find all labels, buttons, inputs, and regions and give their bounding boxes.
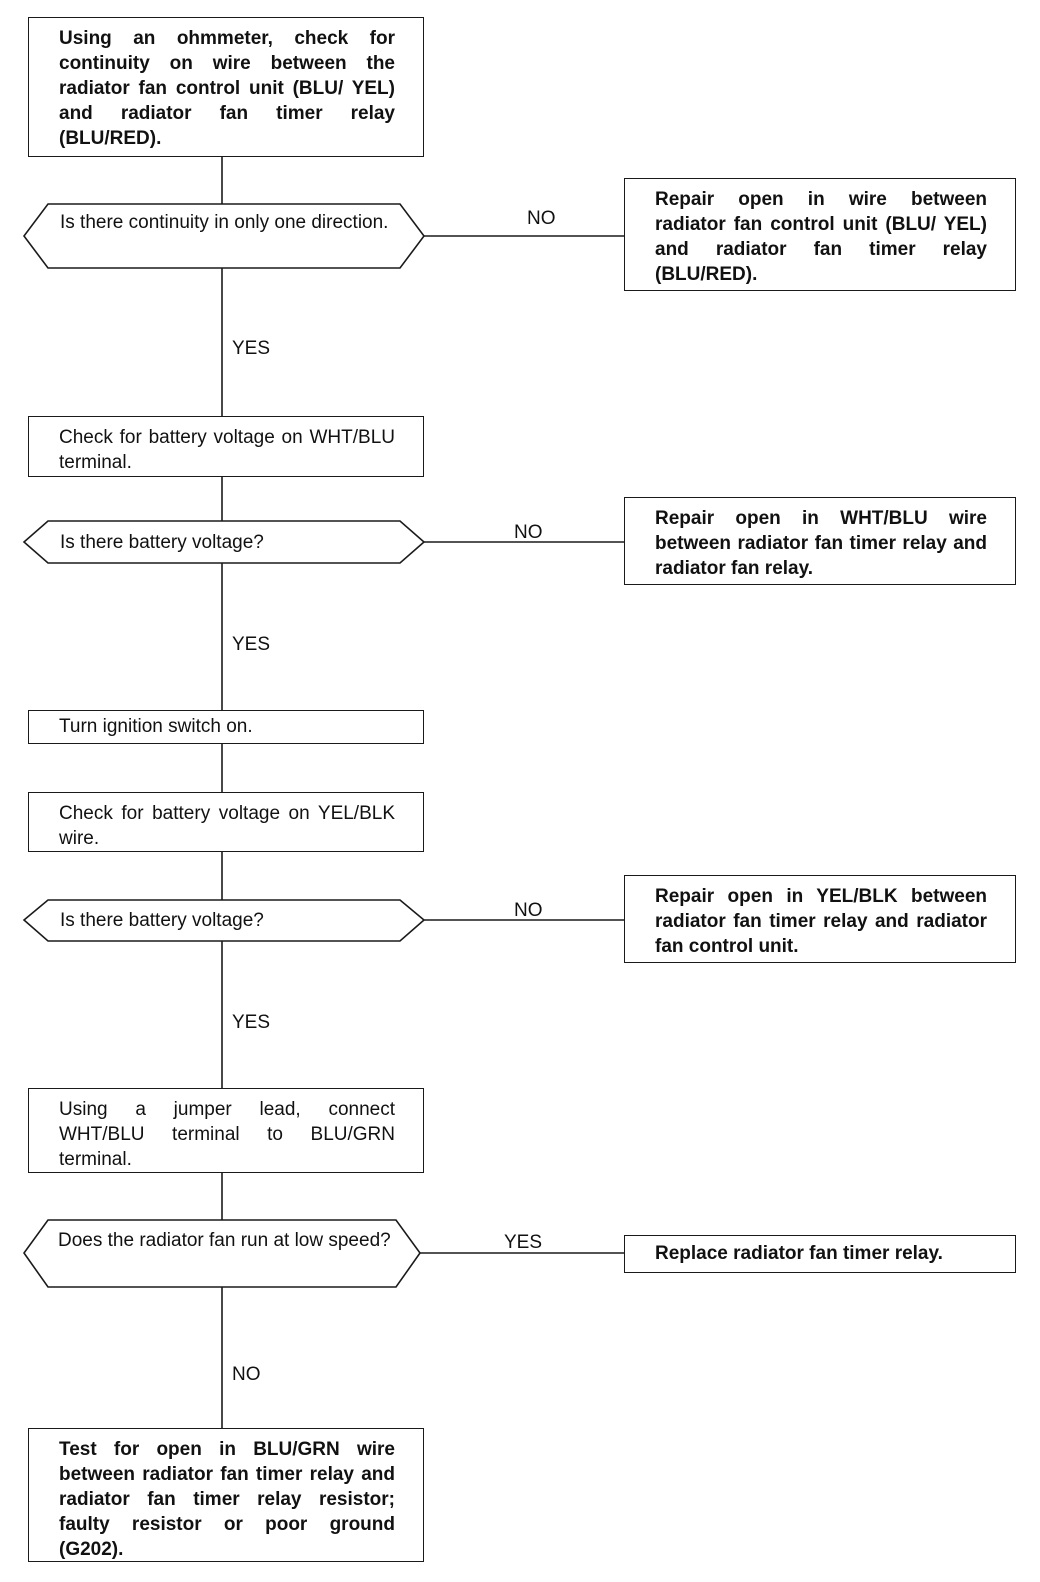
replace-timer-relay: Replace radiator fan timer relay. bbox=[624, 1235, 1016, 1273]
step-text: Using a jumper lead, connect WHT/BLU ter… bbox=[59, 1099, 395, 1170]
decision-battery-voltage-wht-blu: Is there battery voltage? bbox=[60, 532, 264, 553]
repair-text: Repair open in wire between radiator fan… bbox=[655, 189, 987, 285]
step-jumper-lead: Using a jumper lead, connect WHT/BLU ter… bbox=[28, 1088, 424, 1173]
step-test-blu-grn-open: Test for open in BLU/GRN wire between ra… bbox=[28, 1428, 424, 1562]
label-q2-no: NO bbox=[514, 522, 543, 543]
decision-fan-runs-low-speed: Does the radiator fan run at low speed? bbox=[58, 1230, 391, 1251]
step-text: Check for battery voltage on WHT/BLU ter… bbox=[59, 427, 395, 473]
decision-shape-q4 bbox=[23, 1219, 421, 1288]
label-q3-yes: YES bbox=[232, 1012, 271, 1033]
label-q3-no: NO bbox=[514, 900, 543, 921]
step-text: Turn ignition switch on. bbox=[59, 716, 253, 737]
decision-continuity-one-direction: Is there continuity in only one directio… bbox=[60, 212, 389, 233]
decision-shape-q1 bbox=[23, 203, 425, 269]
label-q2-yes: YES bbox=[232, 634, 271, 655]
replace-text: Replace radiator fan timer relay. bbox=[655, 1243, 943, 1264]
repair-text: Repair open in WHT/BLU wire between radi… bbox=[655, 508, 987, 579]
label-q1-no: NO bbox=[527, 208, 556, 229]
step-text: Using an ohmmeter, check for continuity … bbox=[59, 28, 395, 149]
step-ohmmeter-continuity-check: Using an ohmmeter, check for continuity … bbox=[28, 17, 424, 157]
step-check-yel-blk-voltage: Check for battery voltage on YEL/BLK wir… bbox=[28, 792, 424, 852]
decision-shape-q2 bbox=[22, 520, 426, 564]
label-q4-yes: YES bbox=[504, 1232, 543, 1253]
repair-text: Repair open in YEL/BLK between radiator … bbox=[655, 886, 987, 957]
step-check-wht-blu-voltage: Check for battery voltage on WHT/BLU ter… bbox=[28, 416, 424, 477]
step-text: Test for open in BLU/GRN wire between ra… bbox=[59, 1439, 395, 1560]
repair-open-wht-blu: Repair open in WHT/BLU wire between radi… bbox=[624, 497, 1016, 585]
step-turn-ignition-on: Turn ignition switch on. bbox=[28, 710, 424, 744]
step-text: Check for battery voltage on YEL/BLK wir… bbox=[59, 803, 395, 849]
decision-battery-voltage-yel-blk: Is there battery voltage? bbox=[60, 910, 264, 931]
repair-open-blu-yel-blu-red: Repair open in wire between radiator fan… bbox=[624, 178, 1016, 291]
repair-open-yel-blk: Repair open in YEL/BLK between radiator … bbox=[624, 875, 1016, 963]
label-q4-no: NO bbox=[232, 1364, 261, 1385]
decision-shape-q3 bbox=[22, 899, 426, 942]
label-q1-yes: YES bbox=[232, 338, 271, 359]
